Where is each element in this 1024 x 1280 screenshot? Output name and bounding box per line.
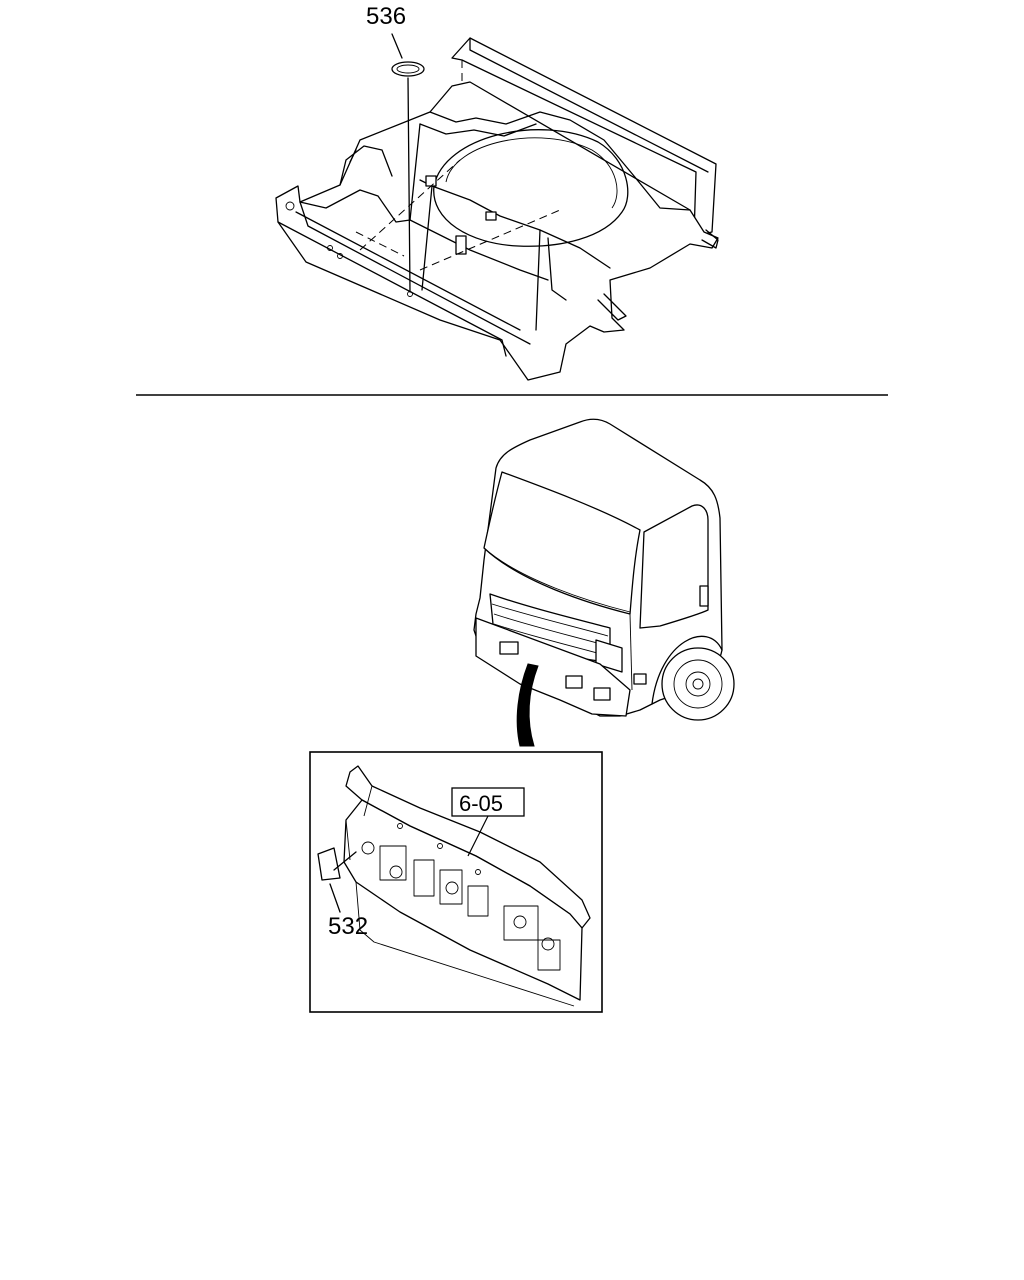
ref-605-label: 6-05 [459, 791, 503, 816]
part-532-label: 532 [328, 913, 368, 940]
floor-panel-illustration [275, 33, 719, 381]
ref-605-leader [467, 815, 489, 857]
part-536-label: 536 [366, 3, 406, 30]
front-panel-illustration [317, 765, 591, 1007]
detail-pointer [516, 663, 539, 747]
truck-cab-illustration [473, 418, 735, 721]
ref-605-box [451, 787, 525, 817]
